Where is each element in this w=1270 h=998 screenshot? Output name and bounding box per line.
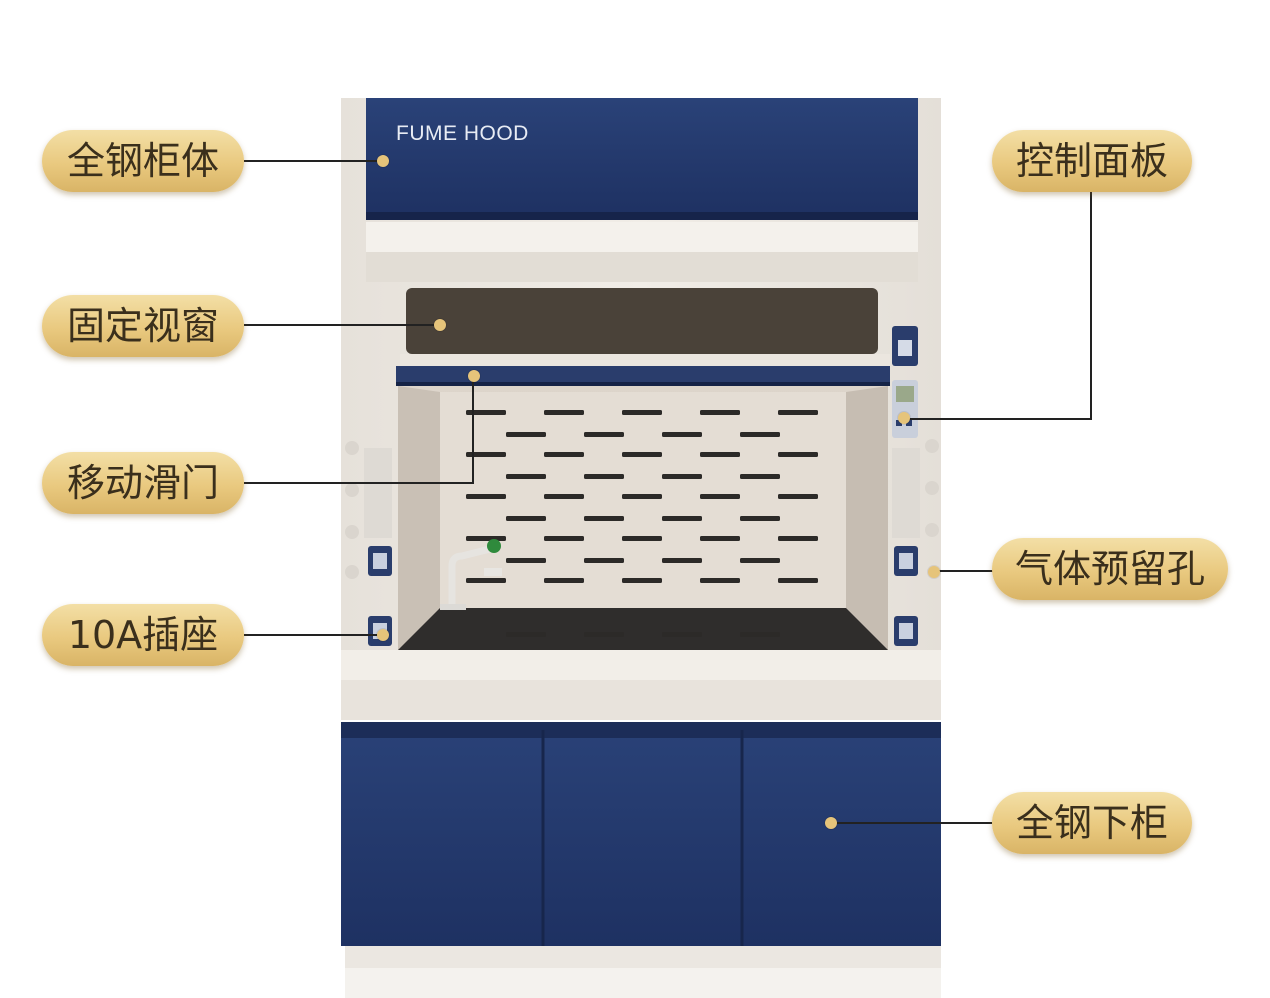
top-panel <box>366 98 918 218</box>
baffle-slot <box>700 578 740 583</box>
baffle-slot <box>778 536 818 541</box>
baffle-slot <box>740 558 780 563</box>
fixed-window <box>406 288 878 354</box>
label-fixed-window: 固定视窗 <box>42 295 244 357</box>
baffle-slot <box>662 632 702 637</box>
label-control-panel: 控制面板 <box>992 130 1192 192</box>
connector-lower-cabinet <box>830 822 994 824</box>
baffle-slot <box>584 558 624 563</box>
baffle-slot <box>700 410 740 415</box>
brand-text: FUME HOOD <box>396 122 529 145</box>
baffle-slot <box>544 578 584 583</box>
connector-sliding-door-v <box>472 376 474 484</box>
marker-sliding-door <box>468 370 480 382</box>
label-gas-hole: 气体预留孔 <box>992 538 1228 600</box>
baffle-slot <box>466 536 506 541</box>
baffle-slot <box>506 558 546 563</box>
baffle-slot <box>466 578 506 583</box>
baffle-slot <box>622 452 662 457</box>
connector-sliding-door-h <box>244 482 474 484</box>
baffle-slot <box>584 516 624 521</box>
label-socket: 10A插座 <box>42 604 244 666</box>
baffle-slot <box>544 494 584 499</box>
baffle-slot <box>622 410 662 415</box>
baffle-slot <box>662 516 702 521</box>
baffle-slot <box>544 410 584 415</box>
connector-fixed-window <box>244 324 440 326</box>
connector-cabinet-body <box>244 160 382 162</box>
baffle-slot <box>506 516 546 521</box>
lower-cabinet <box>341 722 941 946</box>
baffle-slot <box>740 516 780 521</box>
baffle-slot <box>778 494 818 499</box>
baffle-slot <box>466 452 506 457</box>
baffle-slot <box>544 536 584 541</box>
connector-gas-hole <box>934 570 994 572</box>
baffle-slot <box>506 474 546 479</box>
baffle-slot <box>700 494 740 499</box>
connector-socket <box>244 634 382 636</box>
baffle-slot <box>506 432 546 437</box>
connector-control-panel-v <box>1090 192 1092 420</box>
label-sliding-door: 移动滑门 <box>42 452 244 514</box>
baffle-slot <box>662 432 702 437</box>
baffle-slot <box>584 474 624 479</box>
baffle-slot <box>700 536 740 541</box>
baffle-slot <box>662 474 702 479</box>
sash-bar <box>396 366 890 384</box>
connector-control-panel-h <box>904 418 1092 420</box>
marker-socket <box>377 629 389 641</box>
label-cabinet-body: 全钢柜体 <box>42 130 244 192</box>
baffle-slot <box>466 494 506 499</box>
baffle-slot <box>700 452 740 457</box>
marker-gas-hole <box>928 566 940 578</box>
baffle-slot <box>506 632 546 637</box>
marker-lower-cabinet <box>825 817 837 829</box>
baffle-slot <box>778 410 818 415</box>
baffle-slot <box>466 410 506 415</box>
label-lower-cabinet: 全钢下柜 <box>992 792 1192 854</box>
baffle-slot <box>544 452 584 457</box>
baffle-slot <box>740 432 780 437</box>
baffle-slot <box>622 578 662 583</box>
baffle-slot <box>584 432 624 437</box>
marker-control-panel <box>898 412 910 424</box>
baffle-slot <box>622 494 662 499</box>
baffle-slot <box>662 558 702 563</box>
baffle-slot <box>740 632 780 637</box>
marker-fixed-window <box>434 319 446 331</box>
baffle-slot <box>778 452 818 457</box>
baffle-slot <box>584 632 624 637</box>
baffle-slot <box>622 536 662 541</box>
baffle-slot <box>778 578 818 583</box>
baffle-slot <box>740 474 780 479</box>
marker-cabinet-body <box>377 155 389 167</box>
